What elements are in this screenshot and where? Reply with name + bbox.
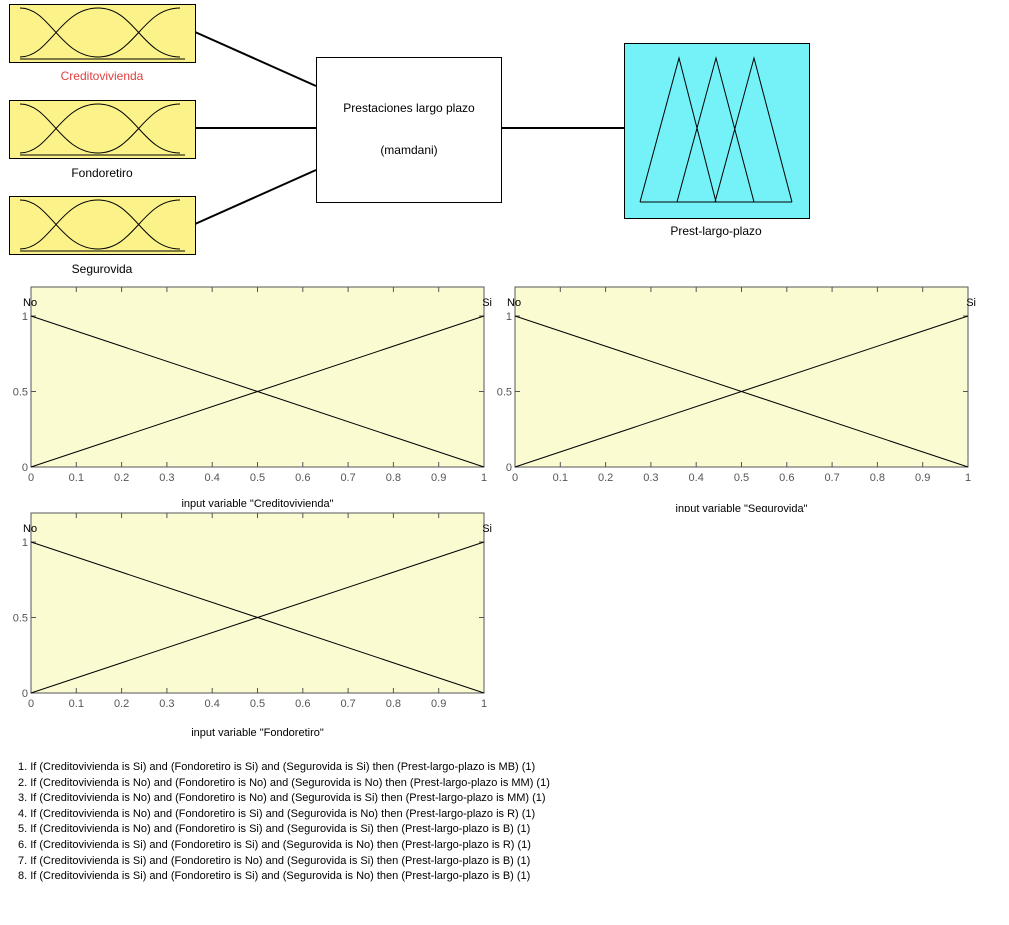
plot-creditovivienda: 0 0.1 0.2 0.3 0.4 0.5 0.6 0.7 0.8 0.9 1 0 0.5 1 No Si in…	[0, 286, 500, 512]
input-box-segurovida[interactable]	[9, 196, 196, 255]
plot-segurovida: 0 0.1 0.2 0.3 0.4 0.5 0.6 0.7 0.8 0.9 1 0 0.5 1 No Si in…	[484, 286, 984, 515]
mf-thumbnail-icon	[19, 7, 185, 60]
y-tick-label: 0	[506, 462, 512, 474]
mf-label-si: Si	[966, 297, 976, 309]
x-tick-label: 0.3	[643, 472, 658, 484]
x-tick-label: 0.2	[114, 472, 129, 484]
x-tick-label: 1	[481, 472, 487, 484]
rule-item[interactable]: 7. If (Creditovivienda is Si) and (Fondo…	[18, 854, 531, 867]
rule-item[interactable]: 3. If (Creditovivienda is No) and (Fondo…	[18, 792, 546, 805]
rule-list: 1. If (Creditovivienda is Si) and (Fondo…	[18, 760, 550, 885]
rule-item[interactable]: 4. If (Creditovivienda is No) and (Fondo…	[18, 807, 536, 820]
y-tick-label: 0.5	[13, 613, 28, 625]
x-tick-label: 0.2	[598, 472, 613, 484]
x-tick-label: 0.4	[689, 472, 704, 484]
x-tick-label: 0.6	[779, 472, 794, 484]
input-label-fondoretiro: Fondoretiro	[71, 166, 133, 180]
x-tick-label: 0.4	[205, 698, 220, 710]
y-tick-label: 1	[22, 537, 28, 549]
rule-item[interactable]: 8. If (Creditovivienda is Si) and (Fondo…	[18, 870, 531, 883]
rule-item[interactable]: 2. If (Creditovivienda is No) and (Fondo…	[18, 776, 550, 789]
mf-line-si[interactable]	[30, 315, 485, 468]
x-tick-label: 0.5	[734, 472, 749, 484]
y-tick-label: 1	[506, 311, 512, 323]
output-mf-thumbnail-icon	[639, 56, 793, 203]
x-tick-label: 0.6	[295, 698, 310, 710]
connector-lines	[194, 31, 624, 225]
y-tick-label: 0.5	[497, 387, 512, 399]
x-tick-label: 0	[512, 472, 518, 484]
y-tick-label: 0.5	[13, 387, 28, 399]
x-axis-label: input variable "Fondoretiro"	[191, 727, 324, 739]
x-tick-label: 0.7	[340, 698, 355, 710]
x-tick-label: 0.8	[386, 698, 401, 710]
x-tick-label: 0.4	[205, 472, 220, 484]
input-label-segurovida: Segurovida	[71, 262, 133, 276]
plot-area[interactable]	[514, 286, 969, 468]
x-tick-label: 0.5	[250, 472, 265, 484]
system-box[interactable]: Prestaciones largo plazo (mamdani)	[316, 57, 502, 203]
x-tick-label: 0.8	[386, 472, 401, 484]
mf-label-si: Si	[482, 523, 492, 535]
output-label: Prest-largo-plazo	[670, 224, 762, 238]
x-tick-label: 0.1	[69, 698, 84, 710]
connector-input-3	[194, 169, 317, 225]
connector-input-1	[194, 31, 317, 87]
x-tick-label: 0.7	[824, 472, 839, 484]
x-tick-label: 0.1	[69, 472, 84, 484]
mf-thumbnail-icon	[19, 199, 185, 252]
output-box-prest-largo-plazo[interactable]	[624, 43, 810, 219]
x-tick-label: 1	[965, 472, 971, 484]
input-label-creditovivienda: Creditovivienda	[60, 69, 144, 83]
x-tick-label: 0.2	[114, 698, 129, 710]
y-tick-label: 1	[22, 311, 28, 323]
input-box-fondoretiro[interactable]	[9, 100, 196, 159]
y-tick-label: 0	[22, 688, 28, 700]
x-tick-label: 0.3	[159, 698, 174, 710]
mf-line-si[interactable]	[30, 541, 485, 694]
x-tick-label: 1	[481, 698, 487, 710]
rule-item[interactable]: 6. If (Creditovivienda is Si) and (Fondo…	[18, 838, 531, 851]
system-type: (mamdani)	[380, 143, 438, 157]
plot-fondoretiro: 0 0.1 0.2 0.3 0.4 0.5 0.6 0.7 0.8 0.9 1 0 0.5 1 No Si in…	[0, 512, 500, 742]
x-tick-label: 0.6	[295, 472, 310, 484]
x-tick-label: 0.1	[553, 472, 568, 484]
mf-line-si[interactable]	[514, 315, 969, 468]
x-axis-label: input variable "Creditovivienda"	[181, 498, 333, 510]
mf-thumbnail-icon	[19, 103, 185, 156]
x-tick-label: 0.8	[870, 472, 885, 484]
x-tick-label: 0	[28, 698, 34, 710]
x-tick-label: 0.5	[250, 698, 265, 710]
rule-item[interactable]: 5. If (Creditovivienda is No) and (Fondo…	[18, 823, 531, 836]
system-name: Prestaciones largo plazo	[343, 101, 475, 115]
x-axis-label: input variable "Segurovida"	[676, 503, 808, 512]
x-tick-label: 0.3	[159, 472, 174, 484]
x-tick-label: 0.7	[340, 472, 355, 484]
mf-label-no: No	[23, 523, 37, 535]
x-tick-label: 0.9	[431, 698, 446, 710]
input-box-creditovivienda[interactable]	[9, 4, 196, 63]
y-tick-label: 0	[22, 462, 28, 474]
x-tick-label: 0.9	[915, 472, 930, 484]
mf-label-si: Si	[482, 297, 492, 309]
mf-label-no: No	[507, 297, 521, 309]
mf-label-no: No	[23, 297, 37, 309]
plot-area[interactable]	[30, 512, 485, 694]
x-tick-label: 0.9	[431, 472, 446, 484]
rule-item[interactable]: 1. If (Creditovivienda is Si) and (Fondo…	[18, 761, 536, 773]
x-tick-label: 0	[28, 472, 34, 484]
plot-area[interactable]	[30, 286, 485, 468]
